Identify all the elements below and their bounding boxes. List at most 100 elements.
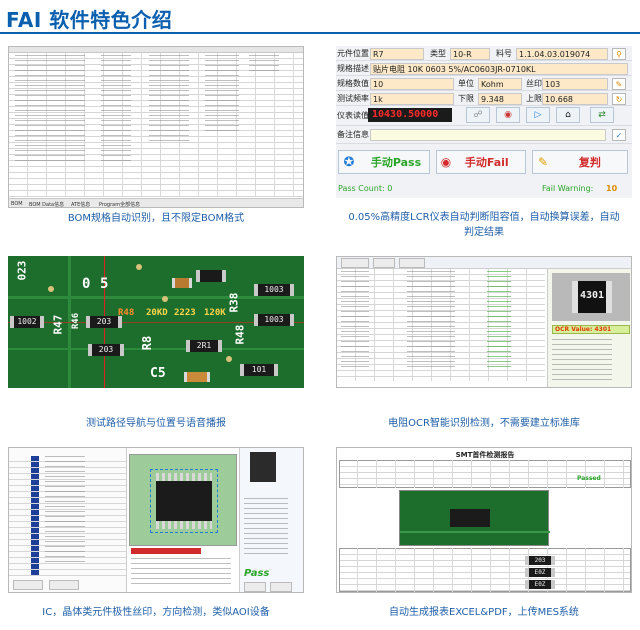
label-type: 类型 [430, 49, 446, 58]
row-position: 元件位置 R7 类型 10-R 料号 1.1.04.03.019074 ⚲ [336, 46, 632, 61]
ic-text-col [45, 456, 85, 566]
silk-label: 2223 [174, 308, 196, 318]
via [226, 356, 232, 362]
link-icon[interactable]: ☍ [466, 107, 490, 123]
resistor-chip[interactable]: 1003 [254, 314, 294, 326]
ic-option-lines [244, 498, 288, 558]
bom-tab[interactable]: BOM Data信息 [29, 202, 65, 208]
field-unit[interactable]: Kohm [478, 78, 522, 90]
resistor-chip[interactable]: 203 [86, 316, 122, 328]
card-nav: 023 0 5 R48 20KD 2223 120K R38 R48 R47 R… [8, 256, 304, 436]
field-position[interactable]: R7 [370, 48, 424, 60]
ic-highlight-bar [131, 548, 201, 554]
swap-icon[interactable]: ⇄ [590, 107, 614, 123]
bom-tab-bar: BOM BOM Data信息 ATE信息 Program全部信息 [9, 198, 303, 208]
robot-icon[interactable]: ◉ [496, 107, 520, 123]
ic-chip [156, 473, 212, 529]
resistor-chip[interactable]: 103 [196, 270, 226, 282]
report-cell-chip: E0Z [525, 568, 555, 577]
row-frequency: 测试频率 1k 下限 9.348 上限 10.668 ↻ [336, 91, 632, 106]
ocr-side-panel: 4301 OCR Value: 4301 [547, 269, 631, 387]
report-status: Passed [577, 475, 601, 482]
bom-tab[interactable]: BOM [11, 201, 23, 207]
pcb-photo: 023 0 5 R48 20KD 2223 120K R38 R48 R47 R… [8, 256, 304, 388]
card-lcr: 元件位置 R7 类型 10-R 料号 1.1.04.03.019074 ⚲ 规格… [336, 46, 632, 241]
card-ic: Pass IC，晶体类元件极性丝印，方向检测，类似AOI设备 [8, 447, 304, 625]
field-silk[interactable]: 103 [542, 78, 608, 90]
ocr-value-bar: OCR Value: 4301 [552, 325, 630, 334]
resistor-chip[interactable]: 1003 [254, 284, 294, 296]
ic-screenshot: Pass [8, 447, 304, 593]
ocr-screenshot: 4301 OCR Value: 4301 [336, 256, 632, 388]
field-frequency[interactable]: 1k [370, 93, 454, 105]
row-value: 规格数值 10 单位 Kohm 丝印 103 ✎ [336, 76, 632, 91]
manual-fail-button[interactable]: ◉ 手动Fail [436, 150, 526, 174]
bom-text-col-a [15, 55, 85, 165]
manual-pass-button[interactable]: ✪ 手动Pass [338, 150, 430, 174]
silk-label: 5 [100, 276, 109, 292]
caption-lcr: 0.05%高精度LCR仪表自动判断阻容值，自动换算误差，自动判定结果 [348, 212, 620, 238]
silk-label: 20KD [146, 308, 168, 318]
label-note: 备注信息 [337, 130, 369, 139]
row-spec: 规格描述 贴片电阻 10K 0603 5%/AC0603JR-0710KL [336, 61, 632, 76]
pcb-trace [8, 296, 304, 299]
toolbar-button[interactable] [373, 258, 395, 268]
report-table-cols [339, 548, 631, 592]
toolbar-button[interactable] [399, 258, 425, 268]
crosshair-horizontal [8, 322, 304, 323]
stop-icon: ◉ [440, 155, 452, 169]
label-position: 元件位置 [337, 49, 369, 58]
capacitor-chip[interactable] [184, 372, 210, 382]
search-icon[interactable]: ⚲ [612, 48, 626, 60]
edit-icon[interactable]: ✎ [612, 78, 626, 90]
capacitor-chip[interactable] [172, 278, 192, 288]
check-icon[interactable]: ✓ [612, 129, 626, 141]
field-note[interactable] [370, 129, 606, 141]
field-upper[interactable]: 10.668 [542, 93, 608, 105]
silk-label: C5 [150, 366, 166, 381]
ic-confirm-button[interactable] [244, 582, 266, 592]
pcb-board: 023 0 5 R48 20KD 2223 120K R38 R48 R47 R… [8, 256, 304, 388]
resistor-chip[interactable]: 101 [240, 364, 278, 376]
field-type[interactable]: 10-R [450, 48, 490, 60]
label-upper: 上限 [526, 94, 542, 103]
field-spec[interactable]: 贴片电阻 10K 0603 5%/AC0603JR-0710KL [370, 63, 628, 75]
resistor-chip[interactable]: 1002 [10, 316, 44, 328]
via [162, 296, 168, 302]
resistor-chip[interactable]: 2R1 [186, 340, 222, 352]
ic-roi-box [150, 469, 218, 533]
field-lower[interactable]: 9.348 [478, 93, 522, 105]
ic-list-panel [9, 448, 127, 592]
bom-tab[interactable]: Program全部信息 [99, 202, 141, 208]
silk-label: R48 [118, 308, 135, 318]
bom-text-col-e [249, 55, 279, 75]
field-partno[interactable]: 1.1.04.03.019074 [516, 48, 608, 60]
ocr-text-col-a [341, 271, 369, 371]
ic-list-button[interactable] [13, 580, 43, 590]
card-ocr: 4301 OCR Value: 4301 电阻OCR智能识别检测，不需要建立标准… [336, 256, 632, 436]
ic-list-button[interactable] [49, 580, 79, 590]
caption-nav: 测试路径导航与位置号语音播报 [86, 418, 226, 429]
bom-tab[interactable]: ATE信息 [71, 202, 91, 208]
retest-button[interactable]: ✎ 复判 [532, 150, 628, 174]
bom-header-row [9, 47, 303, 53]
refresh-icon[interactable]: ↻ [612, 93, 626, 105]
report-screenshot: SMT首件检测报告 Passed 203 E0Z E0Z [336, 447, 632, 593]
ic-thumbnail [250, 452, 276, 482]
lcr-form: 元件位置 R7 类型 10-R 料号 1.1.04.03.019074 ⚲ 规格… [336, 46, 632, 196]
bom-text-col-c [149, 55, 189, 145]
play-icon[interactable]: ▷ [526, 107, 550, 123]
resistor-chip[interactable]: 203 [88, 344, 124, 356]
ic-cancel-button[interactable] [270, 582, 292, 592]
silk-label: 120K [204, 308, 226, 318]
toolbar-button[interactable] [341, 258, 369, 268]
report-title: SMT首件检测报告 [455, 451, 515, 459]
silk-label: 0 [82, 276, 91, 292]
field-value[interactable]: 10 [370, 78, 454, 90]
page-title: FAI 软件特色介绍 [6, 8, 173, 32]
via [136, 264, 142, 270]
silk-label: R46 [71, 312, 82, 330]
ic-image-panel [129, 454, 237, 546]
home-icon[interactable]: ⌂ [556, 107, 580, 123]
label-silk: 丝印 [526, 79, 542, 88]
